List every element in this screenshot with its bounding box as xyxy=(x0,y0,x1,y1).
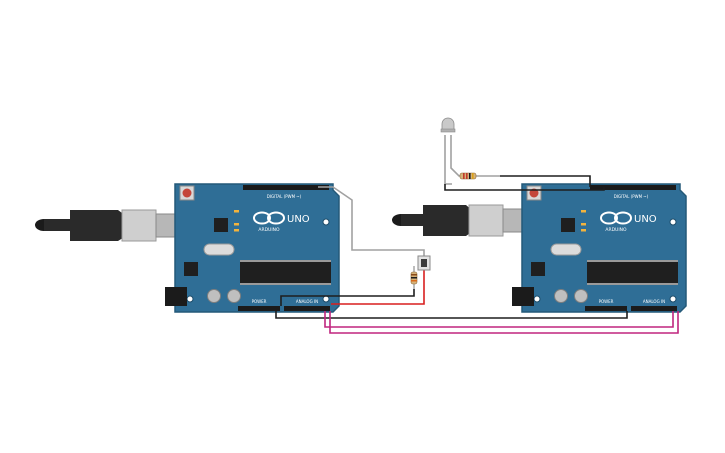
led-resistor[interactable] xyxy=(459,172,477,180)
led-tx-left xyxy=(234,223,239,226)
crystal-right xyxy=(550,243,582,256)
analog-header-label-right: ANALOG IN xyxy=(643,299,665,304)
led-ground-wire[interactable] xyxy=(444,184,605,191)
led-rx-right xyxy=(581,229,586,232)
power-header-left[interactable] xyxy=(238,306,280,311)
analog-header-left[interactable] xyxy=(284,306,330,311)
led-tx-right xyxy=(581,223,586,226)
analog-header-right[interactable] xyxy=(631,306,677,311)
power-header-label-right: POWER xyxy=(599,299,614,304)
digital-header-label-left: DIGITAL (PWM ~) xyxy=(267,194,302,199)
led-wire-to-board[interactable] xyxy=(500,175,591,187)
arduino-logo-right xyxy=(600,211,632,225)
led-l-right xyxy=(581,210,586,213)
digital-header-left[interactable] xyxy=(243,185,329,190)
usb-cable-left xyxy=(35,209,177,242)
pull-resistor[interactable] xyxy=(410,266,418,289)
atmega-chip-left xyxy=(240,260,331,285)
crystal-left xyxy=(203,243,235,256)
uno-label-left: UNO xyxy=(287,214,310,225)
arduino-label-left: ARDUINO xyxy=(258,227,280,233)
digital-header-label-right: DIGITAL (PWM ~) xyxy=(614,194,649,199)
led-l-left xyxy=(234,210,239,213)
signal-wire-button[interactable] xyxy=(318,186,425,256)
ground-wire-boards[interactable] xyxy=(275,311,628,319)
uno-label-right: UNO xyxy=(634,214,657,225)
power-jack-left[interactable] xyxy=(165,287,187,306)
pcb-left xyxy=(174,183,340,313)
power-jack-right[interactable] xyxy=(512,287,534,306)
power-header-right[interactable] xyxy=(585,306,627,311)
capacitor-2-right xyxy=(574,289,588,303)
arduino-label-right: ARDUINO xyxy=(605,227,627,233)
pushbutton[interactable] xyxy=(417,255,431,271)
capacitor-2-left xyxy=(227,289,241,303)
usb-chip-left xyxy=(214,218,228,232)
serial-wire-1[interactable] xyxy=(324,311,674,328)
atmega-chip-right xyxy=(587,260,678,285)
usb-cable-right xyxy=(392,204,524,237)
analog-header-label-left: ANALOG IN xyxy=(296,299,318,304)
arduino-board-left[interactable]: DIGITAL (PWM ~) UNO ARDUINO POWER xyxy=(35,183,340,313)
led[interactable] xyxy=(440,117,456,133)
digital-header-right[interactable] xyxy=(590,185,676,190)
reset-button-left[interactable] xyxy=(179,185,195,201)
regulator-left xyxy=(184,262,198,276)
usb-chip-right xyxy=(561,218,575,232)
serial-wire-2[interactable] xyxy=(329,311,679,334)
led-rx-left xyxy=(234,229,239,232)
reset-button-right[interactable] xyxy=(526,185,542,201)
power-header-label-left: POWER xyxy=(252,299,267,304)
arduino-board-right[interactable]: DIGITAL (PWM ~) UNO ARDUINO POWER ANALOG… xyxy=(392,183,687,313)
pcb-right xyxy=(521,183,687,313)
capacitor-1-right xyxy=(554,289,568,303)
power-wire[interactable] xyxy=(331,270,425,305)
ground-wire-resistor[interactable] xyxy=(280,289,415,306)
capacitor-1-left xyxy=(207,289,221,303)
regulator-right xyxy=(531,262,545,276)
led-cathode-wire[interactable] xyxy=(450,135,500,177)
arduino-logo-left xyxy=(253,211,285,225)
